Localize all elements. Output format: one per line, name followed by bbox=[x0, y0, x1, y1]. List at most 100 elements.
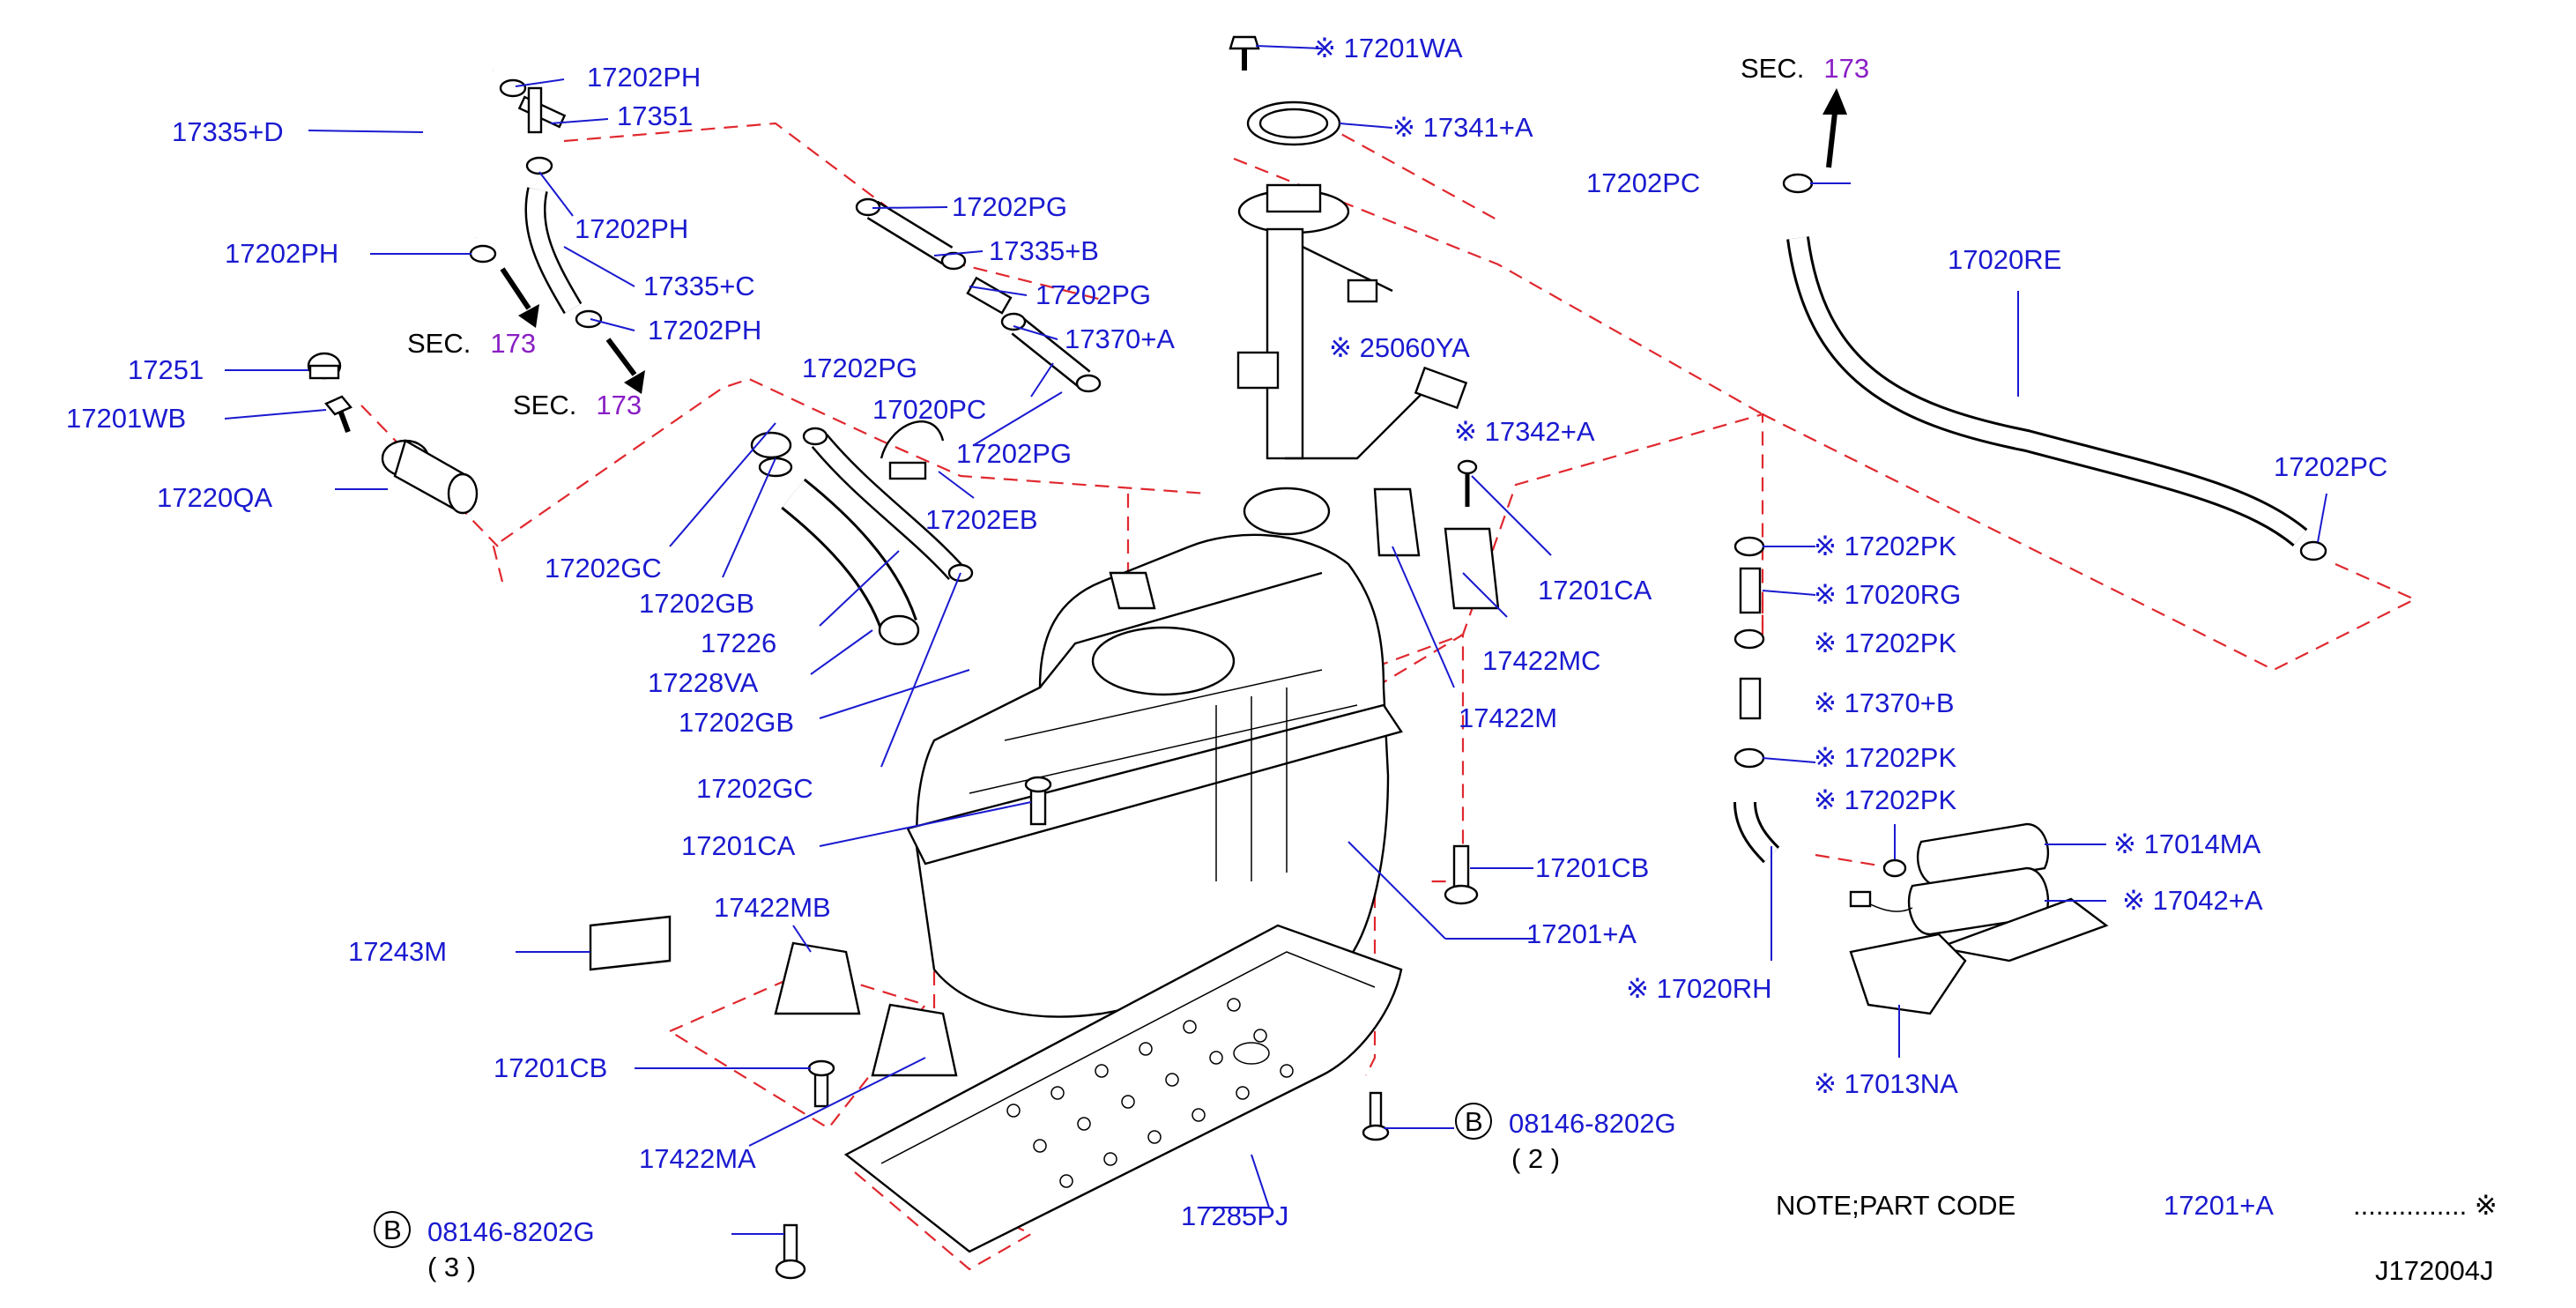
label-17202GB-2[interactable]: 17202GB bbox=[679, 707, 794, 738]
label-17370A[interactable]: 17370+A bbox=[1065, 323, 1175, 354]
label-17201CA-1[interactable]: 17201CA bbox=[681, 830, 796, 861]
sec-reference-2[interactable]: SEC. 173 bbox=[513, 390, 642, 420]
callout-b-1[interactable]: B bbox=[1455, 1103, 1492, 1140]
label-17335C[interactable]: 17335+C bbox=[643, 271, 755, 301]
note-part-code: 17201+A bbox=[2164, 1190, 2274, 1221]
sender-unit-25060YA bbox=[1236, 100, 1468, 460]
label-17202PG-2[interactable]: 17202PG bbox=[1036, 279, 1151, 310]
label-17202PK-3[interactable]: ※ 17202PK bbox=[1814, 742, 1956, 773]
skid-plate-17285PJ bbox=[843, 924, 1403, 1253]
callout-letter: B bbox=[1465, 1106, 1483, 1137]
label-17202GB-1[interactable]: 17202GB bbox=[639, 588, 754, 619]
label-17342A[interactable]: ※ 17342+A bbox=[1454, 416, 1595, 447]
brackets-17422MC-M bbox=[1373, 459, 1500, 610]
sec-number: 173 bbox=[596, 390, 642, 420]
sec-reference-3[interactable]: SEC. 173 bbox=[1741, 53, 1869, 84]
note-dots: ............... ※ bbox=[2353, 1190, 2498, 1221]
label-17202EB[interactable]: 17202EB bbox=[925, 504, 1038, 535]
label-17020PC[interactable]: 17020PC bbox=[872, 394, 986, 425]
label-17243M[interactable]: 17243M bbox=[348, 936, 447, 967]
label-17351[interactable]: 17351 bbox=[617, 100, 693, 131]
sec-number: 173 bbox=[490, 328, 536, 359]
sec-arrows bbox=[500, 88, 1847, 394]
label-17202PK-2[interactable]: ※ 17202PK bbox=[1814, 628, 1956, 658]
label-17202PG-3[interactable]: 17202PG bbox=[802, 353, 917, 383]
label-17202PK-1[interactable]: ※ 17202PK bbox=[1814, 531, 1956, 561]
label-17201A[interactable]: 17201+A bbox=[1526, 918, 1637, 949]
label-17422MC[interactable]: 17422MC bbox=[1482, 645, 1600, 676]
label-17226[interactable]: 17226 bbox=[701, 628, 776, 658]
label-17285PJ[interactable]: 17285PJ bbox=[1181, 1200, 1288, 1231]
tee-17351 bbox=[517, 86, 567, 134]
label-17202PH-3[interactable]: 17202PH bbox=[225, 238, 338, 269]
bolt-17201WB bbox=[324, 395, 353, 434]
clamps-17202PH bbox=[469, 78, 603, 329]
bolts-08146-8202G bbox=[775, 1091, 1390, 1280]
label-17020RH[interactable]: ※ 17020RH bbox=[1626, 973, 1772, 1004]
label-17341A[interactable]: ※ 17341+A bbox=[1392, 112, 1533, 143]
label-17042A[interactable]: ※ 17042+A bbox=[2122, 885, 2263, 916]
sec-number: 173 bbox=[1823, 53, 1869, 84]
hose-17020RE bbox=[1782, 173, 2327, 561]
label-17202PK-4[interactable]: ※ 17202PK bbox=[1814, 784, 1956, 815]
callout-letter: B bbox=[383, 1215, 402, 1245]
label-17202PG-1[interactable]: 17202PG bbox=[952, 191, 1067, 222]
bolt-17201CB-lower bbox=[807, 1059, 835, 1108]
label-17202PC-2[interactable]: 17202PC bbox=[2274, 451, 2387, 482]
label-17422M[interactable]: 17422M bbox=[1459, 702, 1557, 733]
bracket-17013NA bbox=[1849, 933, 1967, 1015]
label-17220QA[interactable]: 17220QA bbox=[157, 482, 272, 513]
sec-prefix: SEC. bbox=[1741, 53, 1804, 84]
note-line: NOTE;PART CODE 17201+A ............... ※ bbox=[1776, 1190, 2498, 1221]
sec-prefix: SEC. bbox=[513, 390, 576, 420]
skid-plate-holes bbox=[1006, 998, 1294, 1188]
callout-b-2[interactable]: B bbox=[374, 1211, 411, 1248]
clip-17020PC bbox=[880, 420, 945, 480]
label-17202GC-1[interactable]: 17202GC bbox=[545, 553, 662, 583]
label-17422MA[interactable]: 17422MA bbox=[639, 1143, 756, 1174]
label-17201CB-1[interactable]: 17201CB bbox=[494, 1052, 607, 1083]
bolt-17201WA bbox=[1229, 35, 1260, 71]
label-17201WB[interactable]: 17201WB bbox=[66, 403, 186, 434]
label-17422MB[interactable]: 17422MB bbox=[714, 892, 831, 923]
label-17202PC-1[interactable]: 17202PC bbox=[1586, 167, 1700, 198]
sec-reference-1[interactable]: SEC. 173 bbox=[407, 328, 536, 359]
hose-17335C bbox=[524, 187, 583, 315]
part-labels: 17335+D 17202PH 17351 17202PH 17202PH 17… bbox=[66, 33, 2387, 1282]
pump-parts-right bbox=[1733, 536, 1907, 878]
hose-17335D bbox=[413, 48, 498, 242]
label-17202PH-4[interactable]: 17202PH bbox=[648, 315, 761, 346]
label-17013NA[interactable]: ※ 17013NA bbox=[1814, 1068, 1958, 1099]
bolt-17201CB bbox=[1444, 844, 1479, 905]
label-17201CB-2[interactable]: 17201CB bbox=[1535, 852, 1649, 883]
label-17201WA[interactable]: ※ 17201WA bbox=[1313, 33, 1463, 63]
label-17370B[interactable]: ※ 17370+B bbox=[1814, 687, 1955, 718]
label-17020RG[interactable]: ※ 17020RG bbox=[1814, 579, 1961, 610]
label-17202GC-2[interactable]: 17202GC bbox=[696, 773, 813, 804]
label-17251[interactable]: 17251 bbox=[128, 354, 204, 385]
label-17202PG-4[interactable]: 17202PG bbox=[956, 438, 1072, 469]
brackets-17422MA-MB bbox=[774, 941, 958, 1077]
filler-hose-17228VA bbox=[781, 478, 920, 646]
gasket-17342A bbox=[1243, 487, 1331, 536]
label-17335B[interactable]: 17335+B bbox=[989, 235, 1099, 266]
label-17228VA[interactable]: 17228VA bbox=[648, 667, 759, 698]
label-17201CA-2[interactable]: 17201CA bbox=[1538, 575, 1652, 606]
fuel-pump-17042A bbox=[1849, 822, 2109, 962]
label-17014MA[interactable]: ※ 17014MA bbox=[2113, 829, 2261, 859]
sec-prefix: SEC. bbox=[407, 328, 471, 359]
qty-08146-8202G-1: ( 2 ) bbox=[1511, 1143, 1560, 1174]
label-17020RE[interactable]: 17020RE bbox=[1948, 244, 2061, 275]
label-17335D[interactable]: 17335+D bbox=[172, 116, 284, 147]
label-17202PH-2[interactable]: 17202PH bbox=[575, 213, 688, 244]
qty-08146-8202G-2: ( 3 ) bbox=[427, 1252, 476, 1282]
leader-lines bbox=[224, 45, 2327, 1235]
filler-17220QA bbox=[381, 439, 479, 515]
label-17202PH-1[interactable]: 17202PH bbox=[587, 62, 701, 93]
label-08146-8202G-2[interactable]: 08146-8202G bbox=[427, 1216, 595, 1247]
label-25060YA[interactable]: ※ 25060YA bbox=[1329, 332, 1470, 363]
valve-17370A bbox=[966, 276, 1013, 315]
note-text: NOTE;PART CODE bbox=[1776, 1190, 2016, 1221]
label-08146-8202G-1[interactable]: 08146-8202G bbox=[1509, 1108, 1676, 1139]
